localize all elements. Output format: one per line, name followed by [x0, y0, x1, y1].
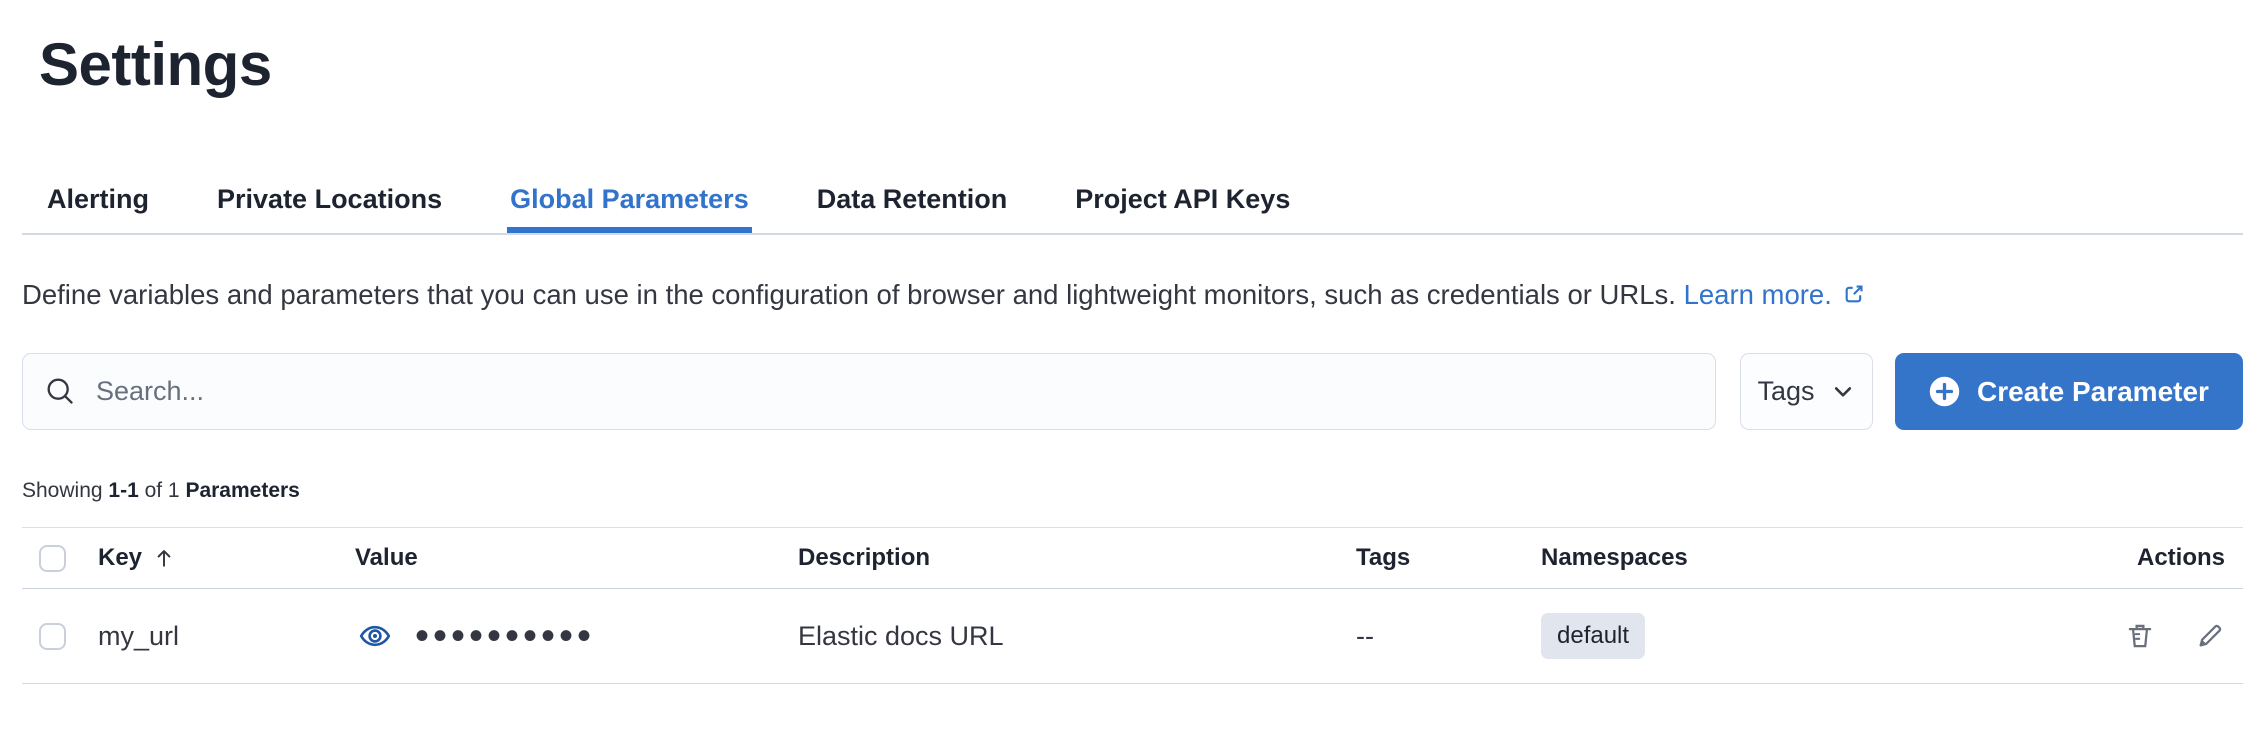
create-parameter-button[interactable]: Create Parameter	[1895, 353, 2243, 430]
column-header-actions: Actions	[2136, 544, 2225, 571]
masked-value: ••••••••••	[415, 613, 596, 658]
parameters-table: Key Value Description Tags Namespaces Ac…	[22, 527, 2243, 684]
sort-ascending-arrow-icon	[157, 550, 171, 567]
select-all-checkbox[interactable]	[39, 544, 66, 572]
plus-in-circle-icon	[1929, 376, 1960, 407]
reveal-value-button[interactable]	[359, 620, 391, 652]
learn-more-label: Learn more.	[1683, 279, 1832, 310]
column-header-description: Description	[798, 544, 931, 571]
chevron-down-icon	[1834, 386, 1851, 397]
row-checkbox[interactable]	[39, 622, 66, 650]
description-text: Define variables and parameters that you…	[22, 279, 1684, 310]
summary-of: of 1	[138, 479, 186, 502]
settings-tab-bar: Alerting Private Locations Global Parame…	[22, 183, 2243, 235]
results-summary: Showing 1-1 of 1 Parameters	[22, 478, 2243, 504]
page-title: Settings	[39, 31, 272, 98]
tab-alerting[interactable]: Alerting	[47, 184, 150, 214]
column-header-namespaces: Namespaces	[1541, 544, 1688, 571]
page-description: Define variables and parameters that you…	[22, 271, 2237, 319]
param-description: Elastic docs URL	[798, 620, 1004, 651]
table-header-row: Key Value Description Tags Namespaces Ac…	[22, 527, 2243, 589]
tab-global-parameters[interactable]: Global Parameters	[507, 183, 752, 233]
search-box	[22, 353, 1716, 430]
column-header-key[interactable]: Key	[98, 544, 355, 572]
namespace-badge: default	[1541, 613, 1646, 659]
tab-private-locations[interactable]: Private Locations	[217, 184, 443, 214]
tab-data-retention[interactable]: Data Retention	[816, 184, 1008, 214]
column-header-value: Value	[355, 544, 418, 571]
tags-filter-label: Tags	[1757, 376, 1815, 406]
search-icon	[47, 378, 73, 404]
tab-project-api-keys[interactable]: Project API Keys	[1075, 184, 1291, 214]
param-actions-cell	[1871, 621, 2243, 651]
column-key-label: Key	[98, 544, 143, 571]
param-namespaces-cell: default	[1541, 613, 1871, 659]
eye-icon	[359, 625, 391, 647]
parameters-toolbar: Tags Create Parameter	[22, 353, 2243, 430]
summary-entity: Parameters	[185, 479, 300, 502]
learn-more-link[interactable]: Learn more.	[1684, 279, 1867, 310]
tags-filter-button[interactable]: Tags	[1740, 353, 1873, 430]
param-key: my_url	[98, 620, 180, 651]
settings-page: Settings Alerting Private Locations Glob…	[22, 30, 2243, 684]
trash-icon	[2128, 624, 2152, 648]
header-select-all-cell	[22, 544, 98, 572]
external-link-icon	[1845, 285, 1863, 303]
edit-parameter-button[interactable]	[2195, 621, 2225, 651]
pencil-icon	[2199, 624, 2222, 647]
search-input[interactable]	[96, 376, 1693, 407]
summary-range: 1-1	[108, 479, 139, 502]
column-header-tags: Tags	[1356, 544, 1411, 571]
delete-parameter-button[interactable]	[2125, 621, 2155, 651]
summary-showing: Showing	[22, 479, 109, 502]
create-parameter-label: Create Parameter	[1977, 375, 2209, 407]
param-value-cell: ••••••••••	[355, 613, 798, 658]
table-row: my_url •••••••••• Elastic docs URL -- de…	[22, 589, 2243, 684]
row-select-cell	[22, 622, 98, 650]
param-tags: --	[1356, 620, 1374, 651]
